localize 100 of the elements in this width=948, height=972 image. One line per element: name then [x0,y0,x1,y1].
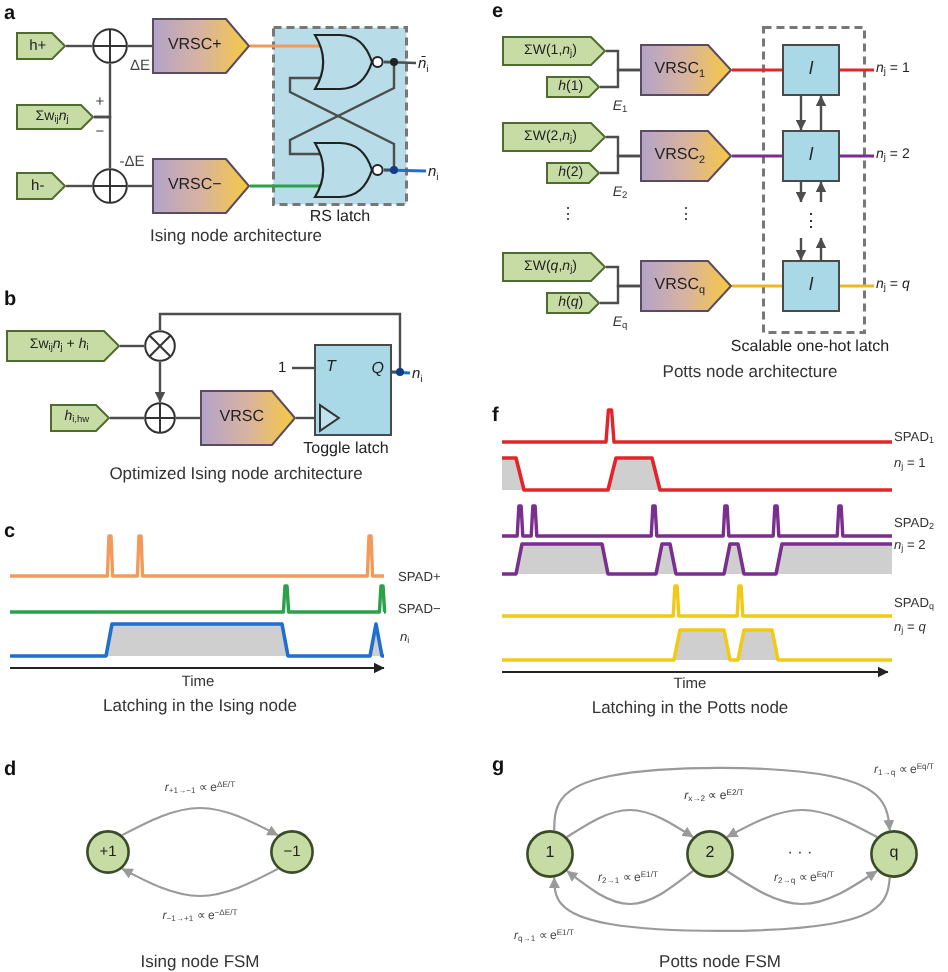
state-circle [86,830,130,874]
cell-label: l [809,276,813,296]
latch-cell [782,260,840,312]
wire [128,44,152,48]
transition-arrow [549,877,891,933]
vrsc-label: VRSC$_{1}$ [654,61,706,79]
adder-symbol [92,168,128,204]
input-pentagon [546,162,600,184]
panel-letter: e [492,1,504,23]
panel-caption: Optimized Ising node architecture [109,464,363,484]
panel-letter: f [492,405,499,427]
latch-caption: RS latch [309,209,371,227]
state-label: 1 [545,845,555,863]
cell-label: l [809,60,813,80]
vrsc-pentagon [152,18,250,74]
state-label: 2 [705,845,715,863]
vrsc-label: VRSC− [167,177,222,195]
panel-caption: Ising node architecture [150,226,322,246]
input-pentagon [50,404,110,432]
state-circle [870,830,918,878]
vrsc-label: VRSC [219,409,264,427]
panel-letter: c [4,521,16,543]
wire [250,184,320,188]
wire [292,366,314,370]
adder-symbol [144,402,176,434]
wire [176,416,200,420]
input-pentagon [6,330,120,362]
input-pentagon [502,252,606,282]
panel-letter: g [492,755,505,777]
nor-gate [314,34,384,90]
ellipsis-mark: ⋮ [794,202,828,238]
transition-arrow [726,808,878,838]
pin-label: T [326,359,336,377]
pin-label: Q [371,361,384,379]
cell-label: l [809,146,813,166]
transition-arrow [121,806,279,837]
arrow [795,96,807,131]
arrow [815,95,827,130]
vrsc-pentagon [200,390,296,446]
transition-arrow [566,870,694,906]
adder-symbol [92,28,128,64]
wire [600,68,640,89]
wire [600,154,640,175]
wire [120,344,144,348]
transition-arrow [121,867,279,898]
panel-caption: Potts node FSM [659,952,781,972]
arrow [795,238,807,261]
input-pentagon [546,292,600,314]
vrsc-pentagon [640,44,732,96]
wire [600,284,640,305]
state-circle [270,830,314,874]
wire [158,312,402,374]
transition-arrow [726,870,878,906]
panel-letter: b [4,289,17,311]
wire [288,76,396,172]
vrsc-label: VRSC$_{2}$ [654,147,706,165]
wire [732,68,782,72]
state-circle [526,830,574,878]
wire [383,168,427,173]
latch-caption: Toggle latch [303,441,389,459]
input-pentagon [16,172,66,200]
vrsc-label: VRSC+ [167,37,222,55]
wire [732,284,782,288]
panel-caption: Potts node architecture [662,362,838,382]
wire [250,44,320,48]
vrsc-pentagon [640,260,732,312]
wire [66,184,92,188]
clock-input-symbol [314,404,340,432]
vrsc-pentagon [152,158,250,214]
input-pentagon [16,104,94,130]
wire [391,370,411,375]
panel-caption: Ising node FSM [140,952,260,972]
wire [840,68,874,72]
arrow [154,362,166,403]
latch-caption: Scalable one-hot latch [730,339,890,357]
ellipsis-mark: ⋮ [560,207,576,225]
ellipsis-mark: · · · [787,845,813,863]
wire [732,154,782,158]
arrow [795,182,807,203]
arrow [815,237,827,260]
panel-letter: d [4,759,17,781]
vrsc-label: VRSC$_{q}$ [654,277,706,295]
panel-caption: Latching in the Ising node [103,696,297,716]
wire [288,60,396,156]
vrsc-pentagon [640,130,732,182]
state-circle [686,830,734,878]
multiplier-symbol [144,330,176,362]
input-pentagon [16,32,66,60]
latch-cell [782,44,840,96]
input-pentagon [502,122,606,152]
state-label: q [889,845,899,863]
panel-caption: Latching in the Potts node [591,698,789,718]
wire [840,284,874,288]
latch-cell [782,130,840,182]
wire [128,184,152,188]
arrow [815,181,827,202]
wire [94,115,112,168]
nor-gate [314,142,384,198]
transition-arrow [553,766,895,831]
transition-arrow [566,808,694,838]
